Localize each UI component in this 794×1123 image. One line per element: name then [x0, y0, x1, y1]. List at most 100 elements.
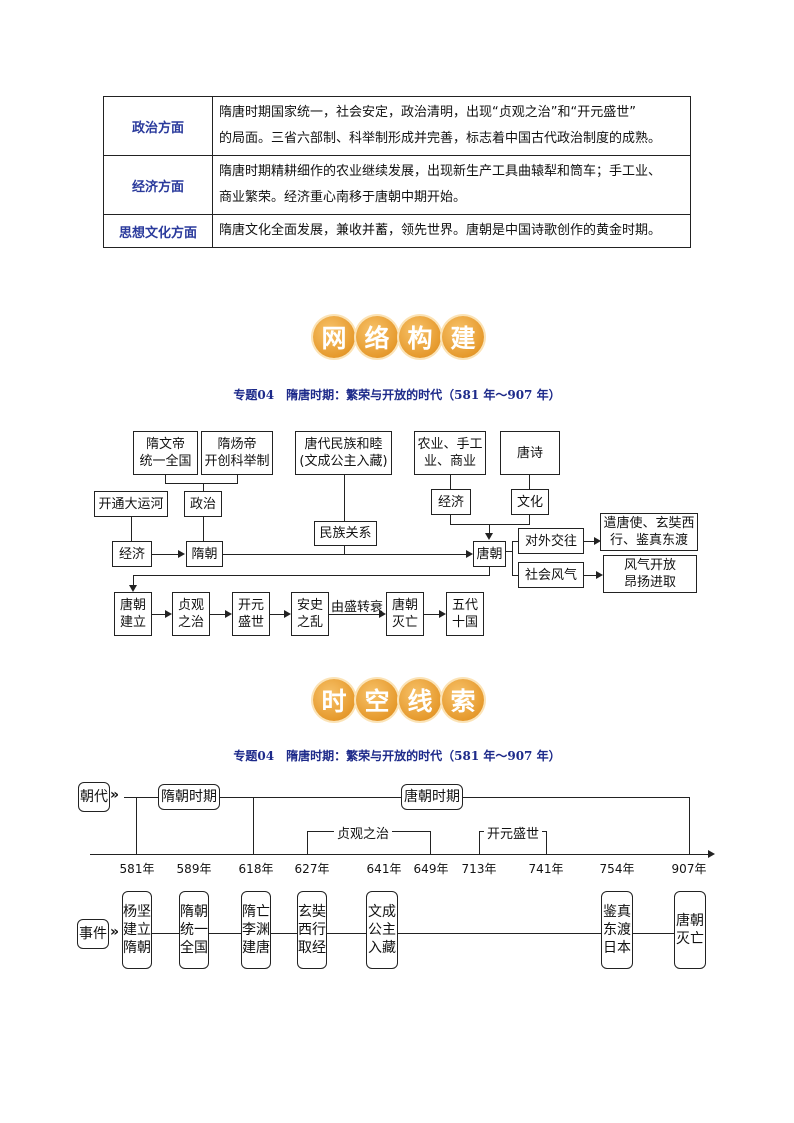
event-line-text: 取经	[298, 940, 326, 956]
box-line: 遣唐使、玄奘西	[603, 516, 695, 531]
section-subtitle: 专题04 隋唐时期：繁荣与开放的时代（581 年～907 年）	[233, 388, 561, 402]
connector	[165, 483, 238, 484]
connector	[237, 475, 238, 483]
box-line: 开创科举制	[204, 454, 270, 469]
chevron-right-icon: »	[110, 787, 120, 803]
year-label: 741年	[528, 862, 564, 876]
box-duiwai: 对外交往	[518, 528, 584, 554]
box-yunhe: 开通大运河	[94, 491, 168, 517]
box-line: 业、商业	[423, 454, 476, 469]
tick	[307, 831, 308, 854]
connector	[529, 515, 530, 524]
connector	[270, 614, 284, 615]
connector	[344, 475, 345, 521]
topic-cell: 经济方面	[103, 155, 213, 215]
arrow-right-icon	[178, 550, 185, 558]
event-line	[124, 933, 684, 934]
box-fengqi: 风气开放昂扬进取	[603, 555, 697, 593]
section-badge: 网 络 构 建	[313, 316, 484, 358]
connector	[450, 475, 451, 489]
event-line-text: 建唐	[242, 940, 270, 956]
year-label: 649年	[413, 862, 449, 876]
box-line: 隋炀帝	[217, 437, 257, 452]
arrow-right-icon	[165, 610, 172, 618]
chain-box: 唐朝建立	[114, 592, 152, 636]
connector	[512, 575, 518, 576]
connector	[152, 614, 165, 615]
event-line-text: 鉴真	[603, 904, 631, 920]
box-line: 灭亡	[391, 615, 418, 630]
badge-char: 线	[399, 679, 441, 721]
table-row: 思想文化方面 隋唐文化全面发展，兼收并蓄，领先世界。唐朝是中国诗歌创作的黄金时期…	[103, 214, 691, 248]
arrow-right-icon	[284, 610, 291, 618]
badge-char: 网	[313, 316, 355, 358]
event-box: 杨坚建立隋朝	[122, 891, 152, 969]
chain-box: 贞观之治	[172, 592, 210, 636]
table-row: 政治方面 隋唐时期国家统一，社会安定，政治清明，出现“贞观之治”和“开元盛世”的…	[103, 96, 691, 156]
event-line-text: 西行	[298, 922, 326, 938]
connector	[223, 554, 467, 555]
year-label: 589年	[176, 862, 212, 876]
tick	[253, 797, 254, 854]
box-wenhua: 文化	[511, 489, 549, 515]
connector	[344, 546, 345, 554]
box-line: 之乱	[296, 615, 323, 630]
box-line: 唐朝	[391, 598, 418, 613]
connector	[329, 614, 379, 615]
badge-char: 建	[442, 316, 484, 358]
badge-char: 络	[356, 316, 398, 358]
box-qianfang: 遣唐使、玄奘西行、鉴真东渡	[600, 513, 698, 551]
connector	[203, 517, 204, 541]
event-line-text: 李渊	[242, 922, 270, 938]
year-label: 627年	[294, 862, 330, 876]
chain-box: 唐朝灭亡	[386, 592, 424, 636]
dynasty-label: 朝代	[78, 782, 110, 812]
chain-label: 由盛转衰	[331, 600, 384, 615]
chevron-right-icon: »	[110, 924, 120, 940]
summary-table: 政治方面 隋唐时期国家统一，社会安定，政治清明，出现“贞观之治”和“开元盛世”的…	[103, 96, 691, 248]
box-line: 开元	[237, 598, 264, 613]
event-line-text: 建立	[123, 922, 151, 938]
box-suichao: 隋朝	[186, 541, 223, 567]
arrow-right-icon	[594, 537, 601, 545]
event-box: 文成公主入藏	[366, 891, 398, 969]
box-line: 五代	[451, 598, 478, 613]
connector	[489, 567, 490, 575]
box-suiyang: 隋炀帝开创科举制	[201, 431, 273, 475]
box-zhengzhi: 政治	[184, 491, 222, 517]
event-line-text: 入藏	[368, 940, 396, 956]
desc-cell: 隋唐时期国家统一，社会安定，政治清明，出现“贞观之治”和“开元盛世”的局面。三省…	[212, 96, 691, 156]
connector	[133, 575, 490, 576]
connector	[506, 551, 512, 552]
kaiyuan-label: 开元盛世	[484, 823, 543, 842]
box-line: 十国	[451, 615, 478, 630]
connector	[450, 515, 451, 524]
box-line: 盛世	[237, 615, 264, 630]
desc-cell: 隋唐文化全面发展，兼收并蓄，领先世界。唐朝是中国诗歌创作的黄金时期。	[212, 214, 691, 248]
connector	[450, 524, 530, 525]
chain-box: 安史之乱	[291, 592, 329, 636]
box-tangshi: 唐诗	[500, 431, 560, 475]
event-line-text: 隋亡	[242, 904, 270, 920]
year-label: 581年	[119, 862, 155, 876]
connector	[133, 575, 134, 585]
event-box: 鉴真东渡日本	[601, 891, 633, 969]
desc-line: 隋唐时期国家统一，社会安定，政治清明，出现“贞观之治”和“开元盛世”	[219, 105, 636, 120]
box-shehui: 社会风气	[518, 562, 584, 588]
connector	[512, 541, 518, 542]
box-jingji-left: 经济	[112, 541, 152, 567]
box-minzu-he: 唐代民族和睦(文成公主入藏)	[295, 431, 392, 475]
sui-period: 隋朝时期	[158, 784, 220, 810]
section-subtitle: 专题04 隋唐时期：繁荣与开放的时代（581 年～907 年）	[233, 749, 561, 763]
event-line-text: 日本	[603, 940, 631, 956]
box-tangchao: 唐朝	[473, 541, 506, 567]
box-line: 唐代民族和睦	[304, 437, 383, 452]
box-line: 农业、手工	[417, 437, 483, 452]
badge-char: 索	[442, 679, 484, 721]
event-line-text: 东渡	[603, 922, 631, 938]
box-suiwen: 隋文帝统一全国	[133, 431, 198, 475]
chain-box: 五代十国	[446, 592, 484, 636]
tick	[136, 797, 137, 854]
event-line-text: 公主	[368, 922, 396, 938]
event-box: 唐朝灭亡	[674, 891, 706, 969]
